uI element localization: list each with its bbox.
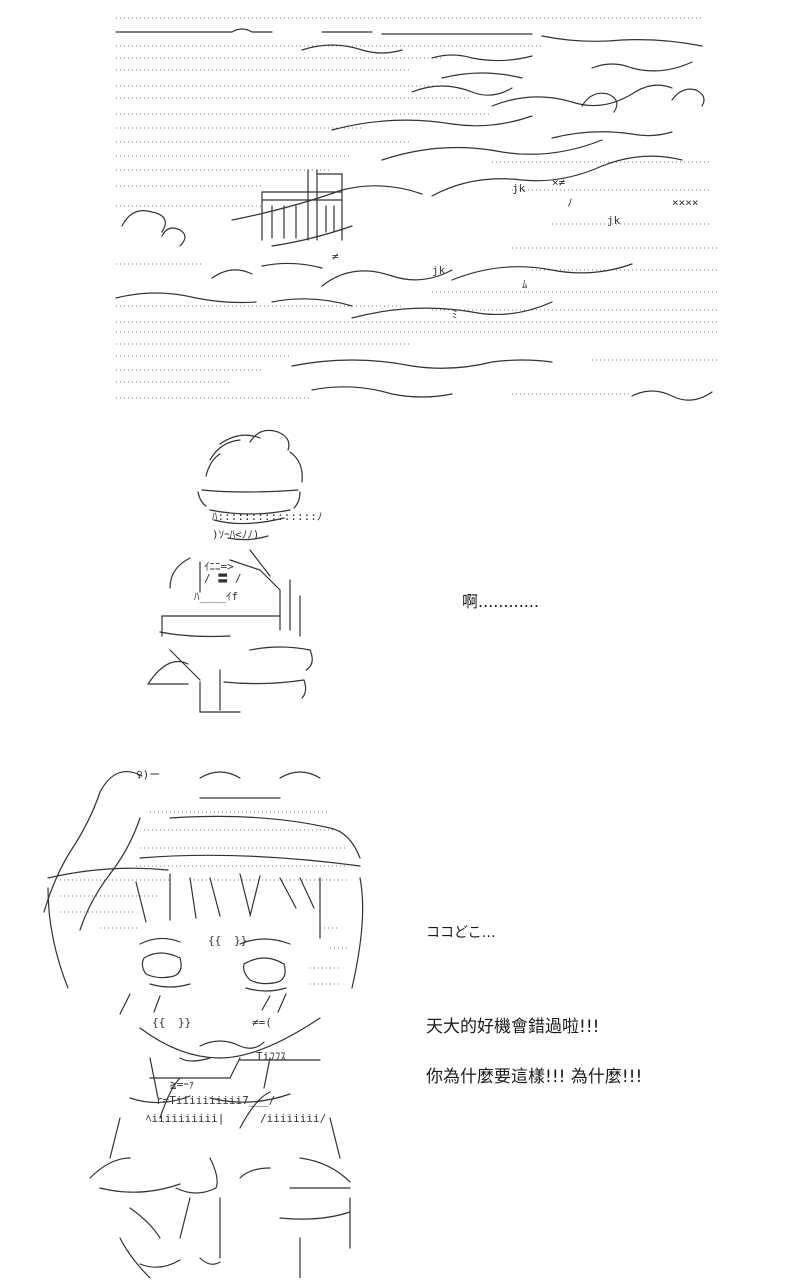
large-figure-ascii-art: ♀)ー {{ }} {{ }} ≠=( ≧=ｰｧ Tiﾌﾌｽ r=Tiiiiii… bbox=[40, 758, 400, 1278]
svg-text:××××: ×××× bbox=[672, 196, 699, 209]
svg-text:Tiﾌﾌｽ: Tiﾌﾌｽ bbox=[256, 1050, 286, 1063]
sky-ascii-art: jk jk ﾉ jk ﾑ ×××× ×≠ ≠ ﾐ bbox=[112, 10, 724, 408]
large-figure-hair-texture bbox=[60, 811, 350, 985]
sky-distant-building bbox=[261, 169, 343, 241]
svg-text:{{: {{ bbox=[152, 1016, 165, 1029]
small-figure-drawing: ﾊ:::::::::::::::ﾉ )ｿｰﾊ<ﾉﾉ) ｲﾆﾆ=> / 〓 / ﾊ… bbox=[147, 429, 322, 713]
dialogue-line-2: ココどこ… bbox=[426, 925, 496, 941]
svg-text:)ｿｰﾊ<ﾉﾉ): )ｿｰﾊ<ﾉﾉ) bbox=[212, 528, 259, 541]
svg-text:/ 〓 /: / 〓 / bbox=[204, 572, 242, 585]
sky-glyph-fragments: jk jk ﾉ jk ﾑ ×××× ×≠ ≠ ﾐ bbox=[332, 176, 699, 321]
svg-text:/iiiiiiii/: /iiiiiiii/ bbox=[260, 1112, 326, 1125]
svg-text:≧=ｰｧ: ≧=ｰｧ bbox=[170, 1078, 194, 1091]
svg-text:♀)ー: ♀)ー bbox=[136, 768, 160, 781]
svg-text:ﾊ____ｲf: ﾊ____ｲf bbox=[194, 590, 238, 603]
large-figure-outline bbox=[43, 771, 364, 1278]
svg-text:ﾐ: ﾐ bbox=[452, 308, 458, 321]
svg-text:jk: jk bbox=[512, 182, 526, 195]
svg-text:jk: jk bbox=[607, 214, 621, 227]
sky-ascii-art-drawing: jk jk ﾉ jk ﾑ ×××× ×≠ ≠ ﾐ bbox=[115, 17, 720, 401]
large-figure-glyphs: ♀)ー {{ }} {{ }} ≠=( ≧=ｰｧ Tiﾌﾌｽ r=Tiiiiii… bbox=[136, 768, 326, 1125]
svg-text:ﾉ: ﾉ bbox=[567, 196, 573, 209]
sky-dotted-texture bbox=[116, 17, 720, 399]
dialogue-line-1: 啊............ bbox=[462, 592, 540, 611]
sky-cloud-streaks bbox=[115, 28, 713, 401]
small-figure-glyphs: ﾊ:::::::::::::::ﾉ )ｿｰﾊ<ﾉﾉ) ｲﾆﾆ=> / 〓 / ﾊ… bbox=[194, 510, 322, 603]
small-figure-outline bbox=[147, 429, 313, 713]
svg-text:ﾊ:::::::::::::::ﾉ: ﾊ:::::::::::::::ﾉ bbox=[212, 510, 322, 523]
svg-text:}}: }} bbox=[178, 1016, 191, 1029]
svg-text:ｲﾆﾆ=>: ｲﾆﾆ=> bbox=[204, 560, 234, 573]
svg-text:}}: }} bbox=[234, 934, 247, 947]
dialogue-line-4: 你為什麼要這樣!!! 為什麼!!! bbox=[426, 1067, 643, 1087]
svg-text:×≠: ×≠ bbox=[552, 176, 566, 189]
svg-text:r=Tiiiiiiiiii7___/: r=Tiiiiiiiiii7___/ bbox=[156, 1094, 275, 1107]
svg-text:≠=(: ≠=( bbox=[252, 1016, 272, 1029]
svg-text:ﾑ: ﾑ bbox=[522, 278, 528, 291]
svg-text:jk: jk bbox=[432, 264, 446, 277]
svg-text:≠: ≠ bbox=[332, 250, 339, 263]
large-figure-drawing: ♀)ー {{ }} {{ }} ≠=( ≧=ｰｧ Tiﾌﾌｽ r=Tiiiiii… bbox=[43, 768, 364, 1278]
svg-text:{{: {{ bbox=[208, 934, 221, 947]
small-figure-ascii-art: ﾊ:::::::::::::::ﾉ )ｿｰﾊ<ﾉﾉ) ｲﾆﾆ=> / 〓 / ﾊ… bbox=[140, 420, 330, 720]
svg-text:ﾍiiiiiiiiii|: ﾍiiiiiiiiii| bbox=[146, 1112, 224, 1125]
dialogue-line-3: 天大的好機會錯過啦!!! bbox=[426, 1017, 600, 1037]
